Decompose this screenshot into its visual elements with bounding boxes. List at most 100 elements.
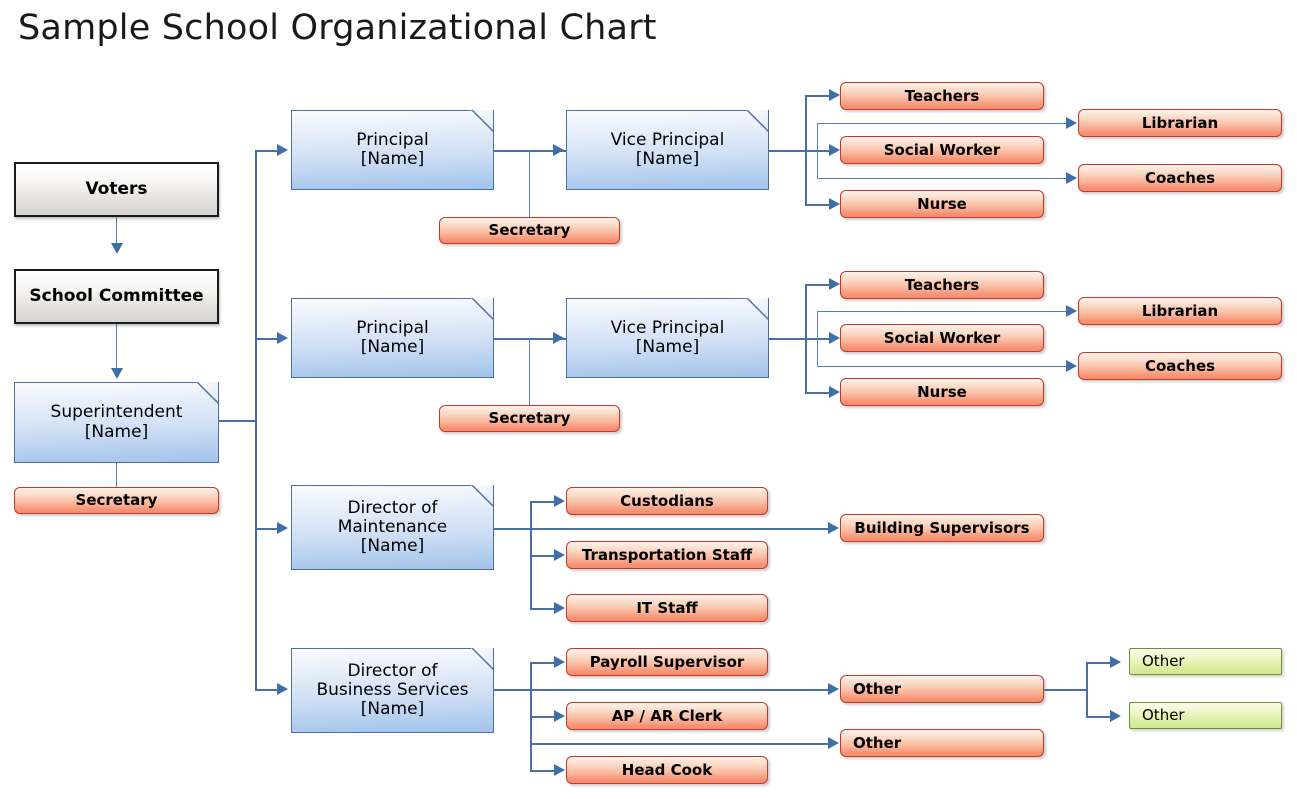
node-vice-principal-1-fold-line xyxy=(747,110,769,132)
node-vice-principal-2-background xyxy=(566,298,769,378)
arrow-vp-2-to-librarian xyxy=(1066,305,1077,317)
node-principal-1-sublabel: [Name] xyxy=(360,149,425,169)
node-teachers-2[interactable]: Teachers xyxy=(840,271,1044,299)
arrow-vp-2-to-social-worker xyxy=(829,332,840,344)
node-director-maintenance[interactable]: Director of Maintenance [Name] xyxy=(291,485,494,570)
connector-vp-1-to-librarian xyxy=(817,123,1069,125)
arrow-vp-1-to-social-worker xyxy=(829,144,840,156)
node-ap-ar-clerk[interactable]: AP / AR Clerk xyxy=(566,702,768,730)
node-director-maintenance-sublabel: Maintenance xyxy=(337,516,448,537)
node-superintendent[interactable]: Superintendent [Name] xyxy=(14,382,219,463)
node-payroll-supervisor[interactable]: Payroll Supervisor xyxy=(566,648,768,676)
connector-principal-2-right xyxy=(494,338,579,340)
connector-principal-1-right xyxy=(494,150,579,152)
connector-other-1-to-green-2 xyxy=(1086,716,1112,718)
connector-voters-to-committee xyxy=(116,217,118,245)
arrow-vp-1-to-coaches xyxy=(1066,172,1077,184)
node-principal-2-fold-line xyxy=(472,298,494,320)
connector-superintendent-to-secretary xyxy=(116,463,118,488)
node-other-2[interactable]: Other xyxy=(840,729,1044,757)
connector-vp-2-outer-bus xyxy=(817,311,819,366)
arrow-bus-to-principal-1 xyxy=(277,144,288,156)
node-director-business-services[interactable]: Director of Business Services [Name] xyxy=(291,648,494,733)
connector-other-1-to-green-1 xyxy=(1086,662,1112,664)
node-vice-principal-2-label: Vice Principal xyxy=(610,317,725,338)
node-nurse-1[interactable]: Nurse xyxy=(840,190,1044,218)
node-director-business-services-sublabel2: [Name] xyxy=(360,699,425,720)
arrow-voters-to-committee xyxy=(111,243,123,254)
node-building-supervisors[interactable]: Building Supervisors xyxy=(840,514,1044,542)
connector-business-right xyxy=(494,689,830,691)
node-other-green-2-label: Other xyxy=(1142,706,1185,725)
node-voters[interactable]: Voters xyxy=(14,162,219,217)
node-vice-principal-2-sublabel: [Name] xyxy=(635,337,700,357)
node-coaches-2[interactable]: Coaches xyxy=(1078,352,1282,380)
node-librarian-2[interactable]: Librarian xyxy=(1078,297,1282,325)
node-principal-1-background xyxy=(291,110,494,190)
node-school-committee[interactable]: School Committee xyxy=(14,269,219,324)
connector-business-to-head-cook xyxy=(530,770,556,772)
node-teachers-1[interactable]: Teachers xyxy=(840,82,1044,110)
connector-other-1-right xyxy=(1044,689,1088,691)
arrow-principal-2-to-vp xyxy=(553,332,564,344)
node-school-committee-label: School Committee xyxy=(29,285,204,306)
connector-vp-2-right xyxy=(769,338,807,340)
node-ap-ar-clerk-label: AP / AR Clerk xyxy=(611,706,723,725)
node-teachers-1-label: Teachers xyxy=(904,86,980,105)
node-director-business-services-sublabel: Business Services xyxy=(316,679,469,700)
node-principal-2-sublabel: [Name] xyxy=(360,337,425,357)
connector-bus-to-maintenance xyxy=(255,528,279,530)
node-principal-1-secretary-label: Secretary xyxy=(488,221,571,240)
node-principal-1-secretary[interactable]: Secretary xyxy=(439,217,620,244)
connector-vp-2-to-coaches xyxy=(817,366,1069,368)
node-principal-1[interactable]: Principal [Name] xyxy=(291,110,494,190)
node-other-1[interactable]: Other xyxy=(840,675,1044,703)
arrow-vp-1-to-librarian xyxy=(1066,117,1077,129)
node-social-worker-1[interactable]: Social Worker xyxy=(840,136,1044,164)
node-librarian-1[interactable]: Librarian xyxy=(1078,109,1282,137)
connector-maintenance-bus xyxy=(530,501,532,608)
node-vice-principal-1[interactable]: Vice Principal [Name] xyxy=(566,110,769,190)
node-it-staff[interactable]: IT Staff xyxy=(566,594,768,622)
node-director-maintenance-background xyxy=(291,485,494,570)
node-custodians-label: Custodians xyxy=(620,491,714,510)
node-librarian-2-label: Librarian xyxy=(1141,301,1219,320)
node-principal-2-secretary[interactable]: Secretary xyxy=(439,405,620,432)
arrow-vp-2-to-coaches xyxy=(1066,360,1077,372)
node-coaches-1[interactable]: Coaches xyxy=(1078,164,1282,192)
node-social-worker-1-label: Social Worker xyxy=(883,140,1001,159)
connector-bus-to-business xyxy=(255,689,279,691)
node-principal-2[interactable]: Principal [Name] xyxy=(291,298,494,378)
node-nurse-2[interactable]: Nurse xyxy=(840,378,1044,406)
node-director-maintenance-label: Director of xyxy=(347,497,438,518)
node-director-business-services-label: Director of xyxy=(347,660,438,681)
node-transportation-staff[interactable]: Transportation Staff xyxy=(566,541,768,569)
node-vice-principal-1-background xyxy=(566,110,769,190)
node-director-maintenance-sublabel2: [Name] xyxy=(360,536,425,557)
node-other-green-2[interactable]: Other xyxy=(1129,702,1282,729)
connector-vp-1-outer-bus xyxy=(817,123,819,178)
node-transportation-staff-label: Transportation Staff xyxy=(581,545,753,564)
arrow-maintenance-to-custodians xyxy=(554,495,565,507)
arrow-maintenance-to-it xyxy=(554,602,565,614)
node-superintendent-secretary[interactable]: Secretary xyxy=(14,487,219,514)
node-head-cook-label: Head Cook xyxy=(621,760,713,779)
node-nurse-1-label: Nurse xyxy=(917,194,967,213)
connector-business-to-other-2 xyxy=(530,743,830,745)
node-social-worker-2[interactable]: Social Worker xyxy=(840,324,1044,352)
node-custodians[interactable]: Custodians xyxy=(566,487,768,515)
node-other-1-label: Other xyxy=(853,679,902,698)
connector-maintenance-to-custodians xyxy=(530,501,556,503)
node-other-green-1[interactable]: Other xyxy=(1129,648,1282,675)
node-vice-principal-2[interactable]: Vice Principal [Name] xyxy=(566,298,769,378)
node-superintendent-label: Superintendent xyxy=(50,402,183,423)
node-superintendent-background xyxy=(14,382,219,463)
arrow-bus-to-business xyxy=(277,683,288,695)
node-superintendent-sublabel: [Name] xyxy=(84,421,149,442)
page-title: Sample School Organizational Chart xyxy=(18,8,657,48)
connector-vp-1-to-teachers xyxy=(805,95,831,97)
connector-vp-2-to-nurse xyxy=(805,392,831,394)
node-head-cook[interactable]: Head Cook xyxy=(566,756,768,784)
node-voters-label: Voters xyxy=(85,178,148,199)
